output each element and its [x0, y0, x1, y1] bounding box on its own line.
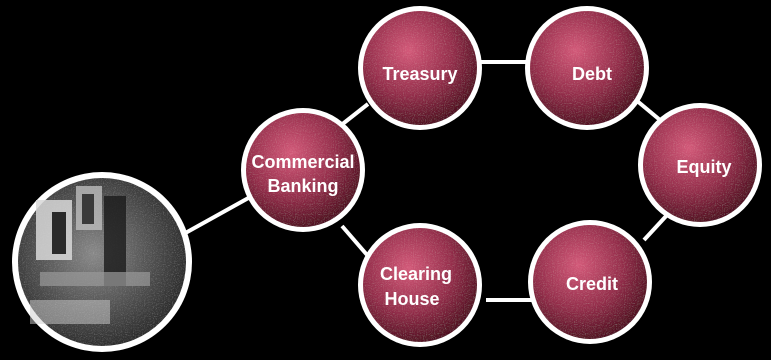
connector-debt-equity — [634, 98, 662, 122]
node-label-equity: Equity — [676, 157, 731, 177]
node-treasury: Treasury — [358, 6, 482, 130]
connector-clearing-commercial — [340, 224, 370, 258]
connector-commercial-treasury — [338, 102, 370, 128]
node-label-debt: Debt — [572, 64, 612, 84]
node-label-credit: Credit — [566, 274, 618, 294]
connector-photo-commercial — [179, 194, 253, 238]
node-equity: Equity — [638, 103, 762, 227]
node-debt: Debt — [525, 6, 649, 130]
node-label-commercial-banking-line2: Banking — [267, 176, 338, 196]
node-label-clearing-house-line1: Clearing — [380, 264, 452, 284]
node-commercial-banking: Commercial Banking — [241, 108, 365, 232]
node-label-treasury: Treasury — [382, 64, 457, 84]
node-clearing-house: Clearing House — [358, 223, 482, 347]
node-label-clearing-house-line2: House — [384, 289, 439, 309]
photo-node — [12, 172, 192, 352]
node-label-commercial-banking-line1: Commercial — [251, 152, 354, 172]
node-credit: Credit — [528, 220, 652, 344]
connector-equity-credit — [642, 212, 670, 242]
office-photo-icon — [30, 186, 150, 324]
